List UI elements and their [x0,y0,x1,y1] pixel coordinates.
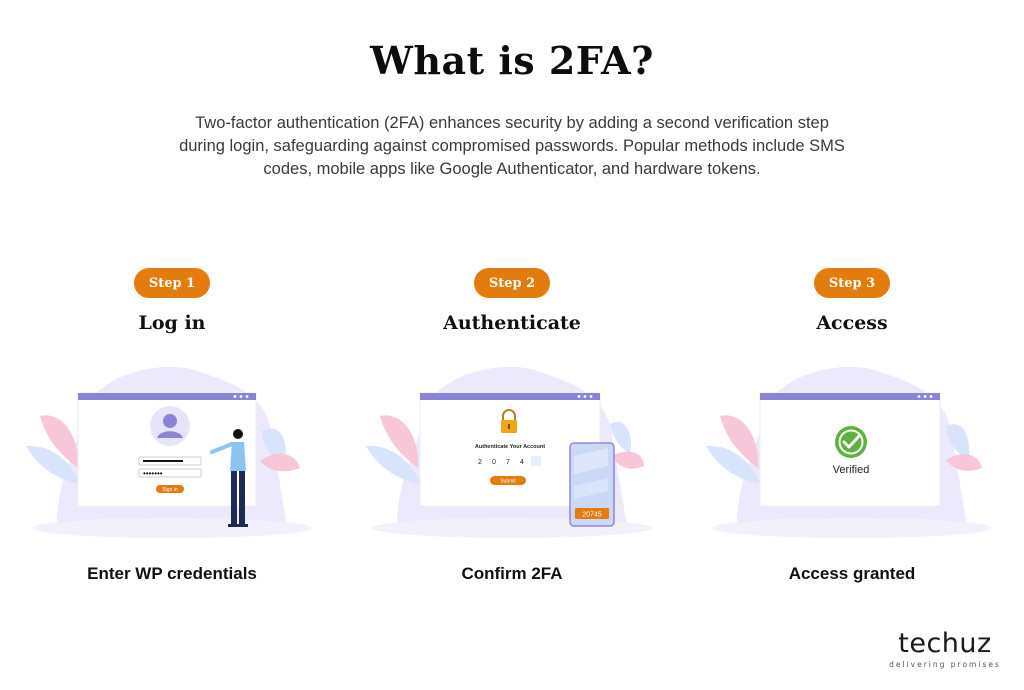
logo-name: techuz [898,628,992,659]
leaf-blue-left [706,445,760,484]
leaf-blue-left [26,445,80,484]
verified-label: Verified [833,464,870,476]
step-2-badge: Step 2 [474,268,550,298]
step-2-title: Authenticate [443,312,581,334]
leaf-pink-right [946,454,982,471]
browser-title-bar [78,393,256,400]
step-1: Step 1 Log in ••••••• Sign in Ent [22,268,322,598]
ground-shadow [32,518,312,538]
step-1-caption: Enter WP credentials [87,564,257,583]
phone-code-box [575,508,609,519]
code-digit: 0 [492,459,496,466]
step-3: Step 3 Access Verified Access granted [702,268,1002,598]
code-digit: 7 [506,459,510,466]
browser-title-bar [760,393,940,400]
step-1-badge: Step 1 [134,268,210,298]
step-3-title: Access [816,312,888,334]
check-icon [835,426,867,458]
leaf-blue-right [610,422,632,454]
page-description: Two-factor authentication (2FA) enhances… [179,114,845,178]
step-1-title: Log in [138,312,206,334]
step-2: Step 2 Authenticate Authenticate Your Ac… [362,268,662,598]
code-empty-box [531,456,541,466]
leaf-pink-right [612,451,644,469]
lock-icon [501,409,517,433]
code-digit: 2 [478,459,482,466]
auth-heading: Authenticate Your Account [475,444,545,450]
step-3-caption: Access granted [788,564,916,583]
sign-in-label: Sign in [162,487,178,493]
step-2-illustration: Authenticate Your Account 2 0 7 4 Submit… [366,366,652,538]
page-title: What is 2FA? [370,38,654,83]
phone-code: 20745 [582,512,602,519]
leaf-pink-left [40,415,79,468]
logo-tagline: delivering promises [889,660,1001,669]
step-3-badge: Step 3 [814,268,890,298]
techuz-logo: techuz delivering promises [880,628,1010,670]
browser-title-bar [420,393,600,400]
submit-button [490,476,526,485]
leaf-pink-left [380,415,419,468]
phone-device: 20745 [569,442,615,527]
leaf-blue-left [366,445,420,484]
leaf-pink-right [260,453,300,472]
password-mask: ••••••• [143,469,163,478]
password-field [138,468,202,478]
step-2-caption: Confirm 2FA [461,564,563,583]
person-figure [210,429,248,527]
ground-shadow [712,518,992,538]
code-digit: 4 [520,459,524,466]
leaf-blue-right [946,424,970,460]
step-3-illustration: Verified [706,366,992,538]
leaf-pink-left [720,415,759,468]
submit-label: Submit [500,479,516,485]
step-1-illustration: ••••••• Sign in [26,366,312,538]
sign-in-button [156,485,184,493]
